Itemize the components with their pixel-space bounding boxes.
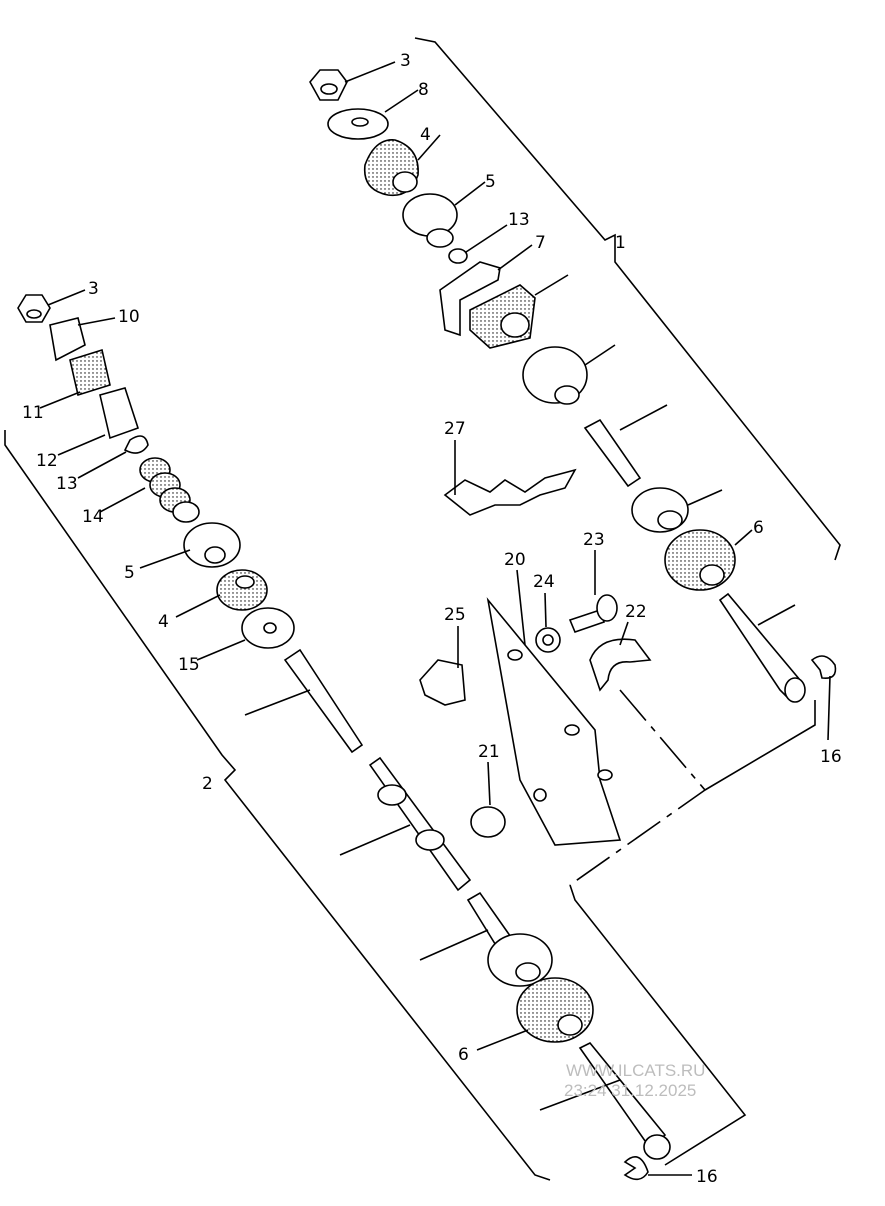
callout-23: 23 [583, 530, 605, 550]
callout-25: 25 [444, 605, 466, 625]
group-bracket-1 [414, 37, 841, 561]
callout-1: 1 [615, 233, 626, 253]
callout-5-left: 5 [124, 563, 135, 583]
callout-12: 12 [36, 451, 58, 471]
part-24-washer [535, 627, 561, 653]
callout-13-left: 13 [56, 474, 78, 494]
part-3-nut-left [17, 294, 51, 323]
part-3-nut-upper [309, 69, 348, 101]
callout-10: 10 [118, 307, 140, 327]
part-22-clamp [589, 638, 652, 692]
part-20-mounting-plate [486, 597, 622, 846]
part-shaft-left [283, 648, 364, 754]
callout-4: 4 [420, 125, 431, 145]
callout-3: 3 [400, 51, 411, 71]
part-6-bushing-lower [487, 933, 594, 1043]
part-16-clip-lower [623, 1156, 649, 1181]
part-13-clip-left [123, 435, 149, 454]
dash-line-b [704, 700, 816, 791]
callout-24: 24 [533, 572, 555, 592]
callout-6: 6 [753, 518, 764, 538]
part-10-cap [49, 317, 86, 362]
part-rod-middle [368, 756, 472, 892]
callout-3-left: 3 [88, 279, 99, 299]
callout-5: 5 [485, 172, 496, 192]
part-shaft-upper [583, 418, 642, 488]
callout-16: 16 [820, 747, 842, 767]
part-6-bushing-right [631, 487, 736, 591]
callout-4-left: 4 [158, 612, 169, 632]
callout-14: 14 [82, 507, 104, 527]
part-27-cable-clips [443, 468, 577, 516]
leader-lines [39, 61, 831, 1176]
part-11-insert [69, 348, 111, 397]
callout-21: 21 [478, 742, 500, 762]
callout-2: 2 [202, 774, 213, 794]
callout-8: 8 [418, 80, 429, 100]
part-rod-eye-right [784, 677, 806, 703]
callout-20: 20 [504, 550, 526, 570]
callout-11: 11 [22, 403, 44, 423]
part-4-bushing-upper [363, 139, 419, 197]
part-12-holder [99, 387, 140, 440]
part-7-bracket [439, 261, 536, 349]
part-5-sleeve-upper [402, 193, 458, 248]
callout-6-lower: 6 [458, 1045, 469, 1065]
part-16-clip-right [810, 655, 837, 680]
callout-27: 27 [444, 419, 466, 439]
part-13-clip-upper [448, 248, 468, 264]
part-25-clip [419, 659, 466, 706]
watermark-date: 23:24 31.12.2025 [564, 1081, 696, 1100]
part-rod-eye-lower [643, 1134, 671, 1160]
part-15-washer [241, 607, 295, 649]
callout-13: 13 [508, 210, 530, 230]
part-21-plug [470, 806, 506, 838]
part-23-bolt [568, 594, 618, 634]
callout-7: 7 [535, 233, 546, 253]
group-bracket-2 [4, 430, 551, 1181]
part-14-spring [139, 457, 200, 523]
bracket-lower [569, 884, 747, 1166]
part-mount-upper [522, 346, 588, 405]
part-5-sleeve-left [183, 522, 241, 568]
callout-16-lower: 16 [696, 1167, 718, 1187]
watermark-site: WWW.ILCATS.RU [566, 1061, 705, 1080]
callout-22: 22 [625, 602, 647, 622]
callout-15: 15 [178, 655, 200, 675]
part-rod-lower [578, 1041, 667, 1150]
part-4-bushing-left [216, 569, 268, 611]
